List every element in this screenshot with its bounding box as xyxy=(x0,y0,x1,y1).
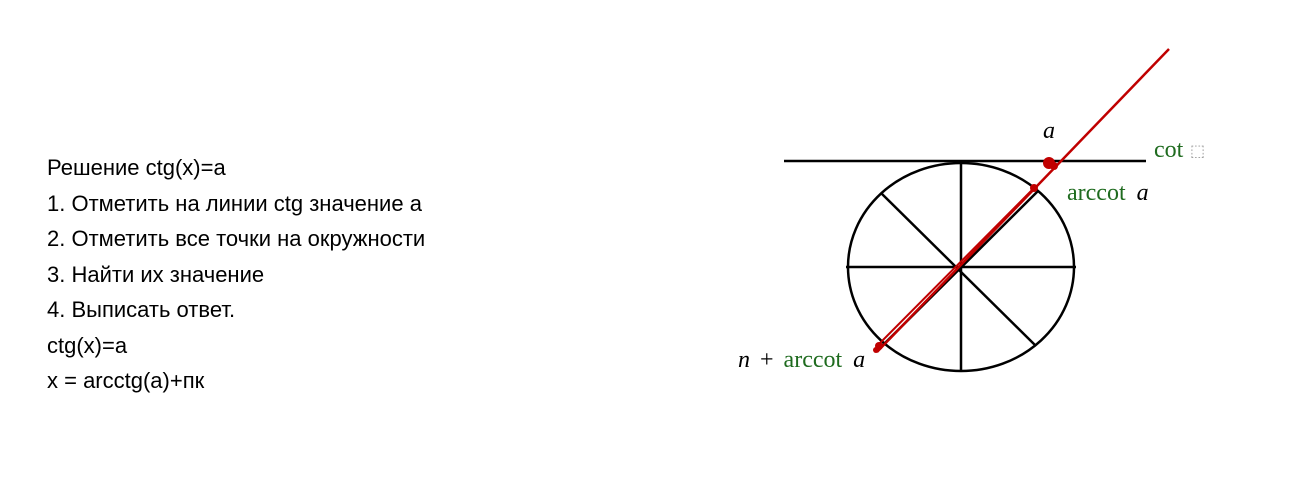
equation: ctg(x)=a xyxy=(47,332,128,358)
ray-line-inner xyxy=(879,187,1035,344)
label-pi-arccot: п + arccot a xyxy=(738,347,865,373)
answer: x = arcctg(a)+пк xyxy=(47,368,205,393)
label-cot: cot xyxy=(1154,137,1184,163)
label-a: a xyxy=(1043,118,1055,144)
step-3: 3. Найти их значение xyxy=(47,261,265,287)
point-cot-a xyxy=(1043,157,1058,170)
step-1: 1. Отметить на линии ctg значение a xyxy=(47,190,422,216)
label-lower-arccot-var: a xyxy=(853,347,865,373)
step-4: 4. Выписать ответ. xyxy=(47,297,236,322)
point-pi-arccot xyxy=(873,342,883,353)
label-arccot-var: a xyxy=(1137,180,1149,206)
solution-text: Решение ctg(x)=a 1. Отметить на линии ct… xyxy=(47,150,425,399)
label-arccot-word: arccot xyxy=(1067,180,1126,206)
step-2: 2. Отметить все точки на окружности xyxy=(47,226,426,251)
solution-title: Решение ctg(x)=a xyxy=(47,155,226,180)
label-lower-arccot-word: arccot xyxy=(784,347,843,373)
label-arccot: arccot a xyxy=(1067,180,1149,206)
label-cot-placeholder: ⬚ xyxy=(1190,141,1205,160)
label-plus: + xyxy=(760,347,774,373)
ray-line xyxy=(876,48,1170,353)
label-pi: п xyxy=(738,347,750,373)
point-arccot xyxy=(1030,184,1038,192)
